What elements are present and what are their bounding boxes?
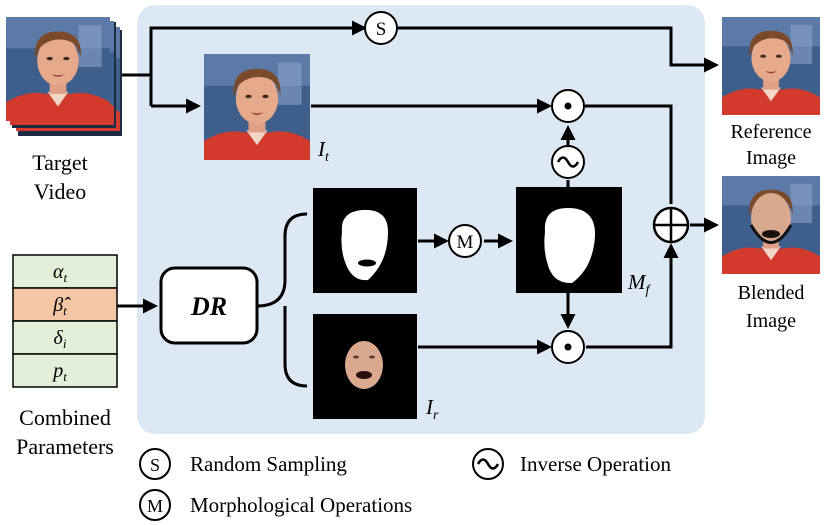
- param-p-label: pt: [51, 360, 67, 384]
- it-label: It: [317, 137, 330, 165]
- svg-text:M: M: [147, 496, 163, 516]
- legend-morph-icon: [139, 489, 171, 521]
- legend-sampling-icon: [139, 448, 171, 480]
- blended-image: [722, 176, 820, 274]
- param-delta-label: δi: [54, 327, 67, 351]
- rendered-face-image: [313, 314, 417, 419]
- input-frame-image: [204, 54, 310, 160]
- legend: S Random Sampling Inverse Operation M Mo…: [139, 448, 672, 521]
- multiply-node-top: [551, 89, 585, 123]
- svg-text:S: S: [376, 19, 387, 40]
- target-video-label-1: Target: [32, 150, 87, 175]
- blended-label-1: Blended: [738, 282, 805, 304]
- dr-label: DR: [190, 292, 227, 321]
- mf-label: Mf: [627, 270, 652, 298]
- legend-inverse-label: Inverse Operation: [520, 452, 672, 476]
- morph-node: M: [448, 224, 482, 258]
- param-delta: [12, 320, 118, 355]
- target-video-label-2: Video: [34, 179, 86, 204]
- multiply-node-bottom: [551, 330, 585, 364]
- combined-label-1: Combined: [19, 405, 111, 430]
- face-mask-image: [516, 187, 622, 293]
- reference-label-2: Image: [746, 147, 796, 169]
- rendered-mask-image: [313, 188, 417, 293]
- param-p: [12, 353, 118, 388]
- svg-text:M: M: [457, 232, 474, 253]
- combined-label-2: Parameters: [16, 434, 114, 459]
- sampling-node: S: [364, 11, 398, 45]
- inverse-node: [551, 145, 585, 179]
- blended-label-2: Image: [746, 310, 796, 332]
- param-alpha: [12, 254, 118, 289]
- reference-image: [722, 17, 820, 115]
- add-node: [652, 206, 690, 244]
- legend-sampling-label: Random Sampling: [190, 452, 347, 476]
- connectors: [117, 20, 719, 388]
- tilde-icon: [556, 156, 580, 168]
- parameter-stack: αt β̂t δi pt: [12, 254, 118, 388]
- svg-text:S: S: [150, 455, 160, 475]
- param-alpha-label: αt: [53, 261, 68, 285]
- legend-morph-label: Morphological Operations: [190, 493, 412, 517]
- ir-label: Ir: [425, 395, 439, 423]
- target-video-stack: [6, 17, 122, 136]
- reference-label-1: Reference: [730, 121, 811, 143]
